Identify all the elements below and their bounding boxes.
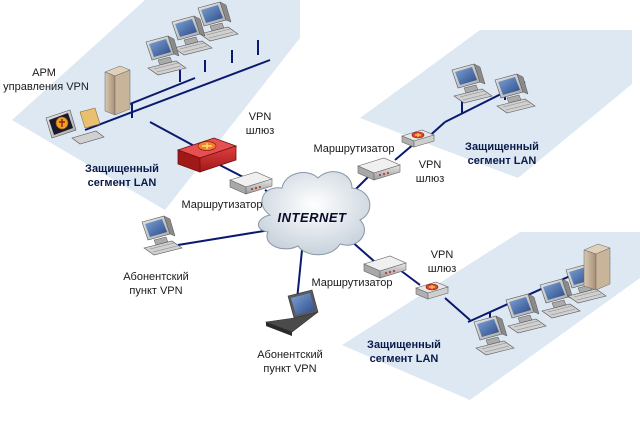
subscriber-2-label-line2: пункт VPN — [263, 363, 316, 375]
bottom-right-lan-devices — [363, 243, 611, 356]
subscriber-2-label-line1: Абонентский — [257, 349, 323, 361]
lan-segment-bottom-right-label-line2: сегмент LAN — [370, 353, 439, 365]
internet-cloud: INTERNET — [258, 171, 371, 256]
vpn-gateway-left-icon — [176, 137, 238, 173]
lan-segment-left-label-line2: сегмент LAN — [88, 177, 157, 189]
router-left-label: Маршрутизатор — [181, 199, 262, 211]
router-top-label: Маршрутизатор — [313, 143, 394, 155]
subscriber-desktop — [141, 215, 183, 256]
vpn-gateway-bottom-right-label-line1: VPN — [431, 249, 454, 261]
router-bottom-label: Маршрутизатор — [311, 277, 392, 289]
vpn-management-workstation-icon — [45, 107, 105, 145]
left-lan-devices — [45, 1, 273, 195]
lan-segment-left-bg — [12, 0, 300, 210]
subscriber-1-label-line2: пункт VPN — [129, 285, 182, 297]
vpn-gateway-left-label-line2: шлюз — [246, 125, 275, 137]
server-tower-icon — [104, 65, 131, 116]
vpn-gateway-bottom-right-label-line2: шлюз — [428, 263, 457, 275]
router-top-icon — [357, 157, 401, 181]
server-tower-icon — [583, 243, 611, 291]
subscriber-laptop — [264, 289, 319, 336]
lan-segment-bottom-right-label-line1: Защищенный — [367, 339, 441, 351]
subscriber-desktop-icon — [141, 215, 183, 256]
vpn-gateway-top-right-label-line1: VPN — [419, 159, 442, 171]
lan-segment-left-label-line1: Защищенный — [85, 163, 159, 175]
arm-label-line2: управления VPN — [3, 81, 89, 93]
laptop-icon — [264, 289, 319, 336]
internet-label: INTERNET — [278, 210, 348, 225]
vpn-gateway-top-right-label-line2: шлюз — [416, 173, 445, 185]
lan-segment-top-right-label-line1: Защищенный — [465, 141, 539, 153]
router-bottom-icon — [363, 255, 407, 279]
subscriber-1-label-line1: Абонентский — [123, 271, 189, 283]
lan-segment-top-right-label-line2: сегмент LAN — [468, 155, 537, 167]
vpn-gateway-left-label-line1: VPN — [249, 111, 272, 123]
arm-label-line1: АРМ — [32, 67, 56, 79]
